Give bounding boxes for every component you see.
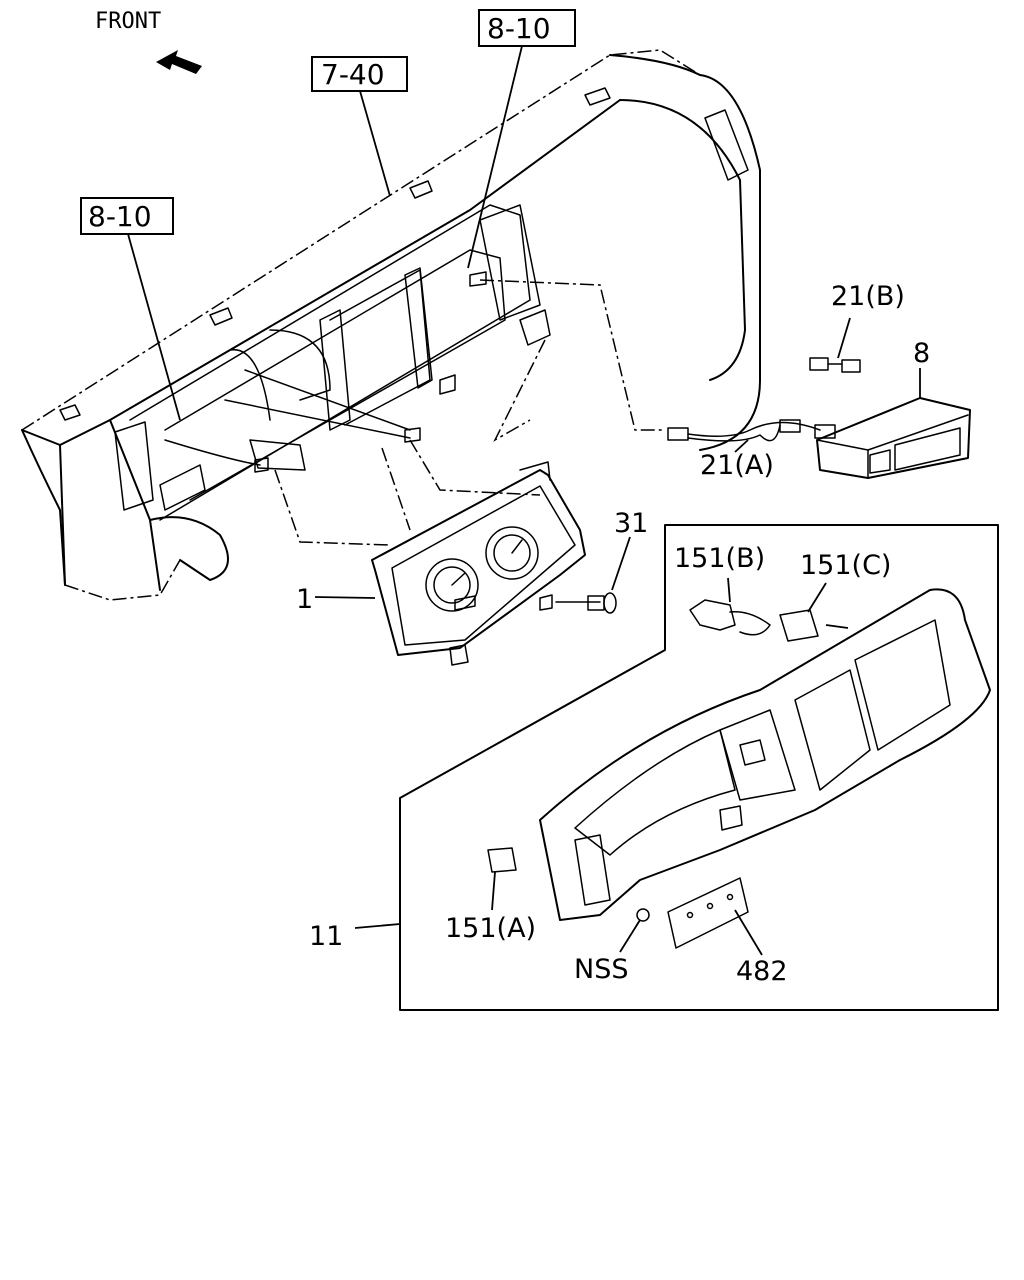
harness-lines [164,271,665,546]
callout-151c: 151(C) [800,550,891,581]
part-11-instrument-panel [539,588,991,921]
callout-151b: 151(B) [674,543,765,574]
ref-box-7-40: 7-40 [311,56,408,92]
ref-7-40-text: 7-40 [321,58,385,91]
front-arrow-icon [156,50,202,74]
dashboard-frame [21,49,761,601]
part-8-module [816,368,971,479]
ref-8-10-left-text: 8-10 [88,200,152,233]
front-indicator: FRONT [95,9,202,74]
callout-8: 8 [913,338,930,369]
ref-box-8-10-top: 8-10 [478,9,576,47]
leader-7-40 [359,90,391,197]
nss-nut [619,908,650,953]
leader-8-10-left [127,233,181,421]
callout-nss: NSS [574,954,628,985]
ref-box-8-10-left: 8-10 [80,197,174,235]
part-21b-connector [809,317,861,373]
callout-21b: 21(B) [831,281,905,312]
callout-31: 31 [614,508,648,539]
part-151b-bracket [689,577,771,636]
ref-8-10-top-text: 8-10 [487,12,551,45]
callout-11: 11 [309,921,343,952]
callout-1: 1 [296,584,313,615]
part-31-screw [555,536,631,614]
part-151a-clip [487,847,517,911]
callout-482: 482 [736,956,788,987]
front-label: FRONT [95,9,161,34]
part-11-assembly-box [354,524,999,1011]
callout-151a: 151(A) [445,913,536,944]
part-1-instrument-cluster [314,461,586,666]
part-21a-harness [667,419,836,453]
part-482-plate [667,877,763,956]
part-151c-plate [779,582,849,642]
callout-21a: 21(A) [700,450,774,481]
leader-8-10-top [467,45,523,269]
